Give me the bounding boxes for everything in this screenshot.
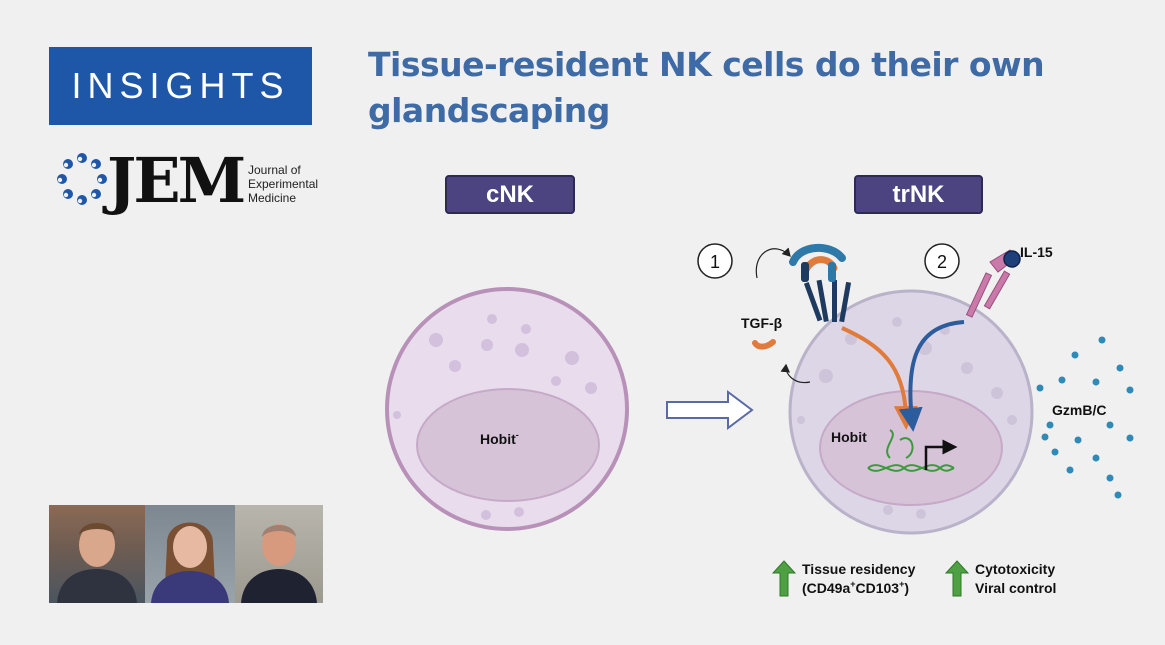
outcome-residency-label: Tissue residency [802, 561, 916, 577]
jem-logo: JEM Journal of Experimental Medicine [55, 144, 318, 220]
journal-name: Journal of Experimental Medicine [248, 163, 318, 205]
author-photo-3 [235, 505, 323, 603]
svg-text:1: 1 [710, 252, 720, 272]
cnk-vesicles [393, 314, 597, 520]
jem-ring-icon [57, 153, 107, 205]
jem-letters: JEM [107, 144, 246, 217]
cnk-tag-label: cNK [485, 180, 534, 208]
svg-text:2: 2 [937, 252, 947, 272]
author-photo-2 [145, 505, 235, 603]
granzyme-dots [1036, 336, 1134, 499]
outcome-viral-control-label: Viral control [975, 580, 1056, 596]
transcription-start-icon [924, 439, 958, 470]
step-1-marker: 1 [697, 243, 733, 279]
gzm-label: GzmB/C [1052, 402, 1106, 418]
title-line-2: glandscaping [368, 91, 610, 130]
trnk-cell: Hobit [788, 289, 1034, 535]
trnk-nucleus-label: Hobit [831, 429, 867, 445]
secretion-arrow [755, 247, 791, 279]
page-title: Tissue-resident NK cells do their own gl… [368, 42, 1068, 134]
tgf-ligand-icon [752, 339, 776, 350]
autocrine-arrow [780, 363, 811, 384]
cnk-cell: Hobit- [385, 287, 629, 531]
journal-name-line-2: Experimental [248, 177, 319, 191]
author-photo-1 [49, 505, 145, 603]
title-line-1: Tissue-resident NK cells do their own [368, 45, 1045, 84]
journal-name-line-1: Journal of [248, 163, 301, 177]
tgf-label: TGF-β [741, 315, 783, 331]
author-3-avatar [241, 524, 317, 603]
author-photos [49, 505, 323, 603]
tissue-residency-up-icon [771, 560, 797, 597]
cnk-nucleus-label: Hobit- [480, 430, 519, 447]
il15-label: IL-15 [1020, 244, 1053, 260]
cytotoxicity-up-icon [944, 560, 970, 597]
trnk-tag: trNK [854, 175, 983, 214]
outcome-cytotoxicity-label: Cytotoxicity [975, 561, 1055, 577]
dna-helix-icon [867, 429, 955, 472]
cnk-nucleus [416, 388, 600, 502]
outcome-residency-markers: (CD49a+CD103+) [802, 579, 909, 596]
author-2-avatar [151, 522, 229, 603]
il15-signal-arrow [898, 320, 965, 432]
insights-label: INSIGHTS [71, 65, 290, 106]
tgf-receptor-icon [789, 243, 852, 323]
author-1-avatar [57, 523, 137, 603]
insights-banner: INSIGHTS [49, 47, 312, 125]
il15-receptor-icon [965, 249, 1021, 318]
cnk-tag: cNK [445, 175, 575, 214]
tgf-signal-arrow [841, 326, 918, 430]
journal-name-line-3: Medicine [248, 191, 297, 205]
transition-arrow [666, 390, 754, 430]
trnk-tag-label: trNK [892, 180, 945, 208]
step-2-marker: 2 [924, 243, 960, 279]
